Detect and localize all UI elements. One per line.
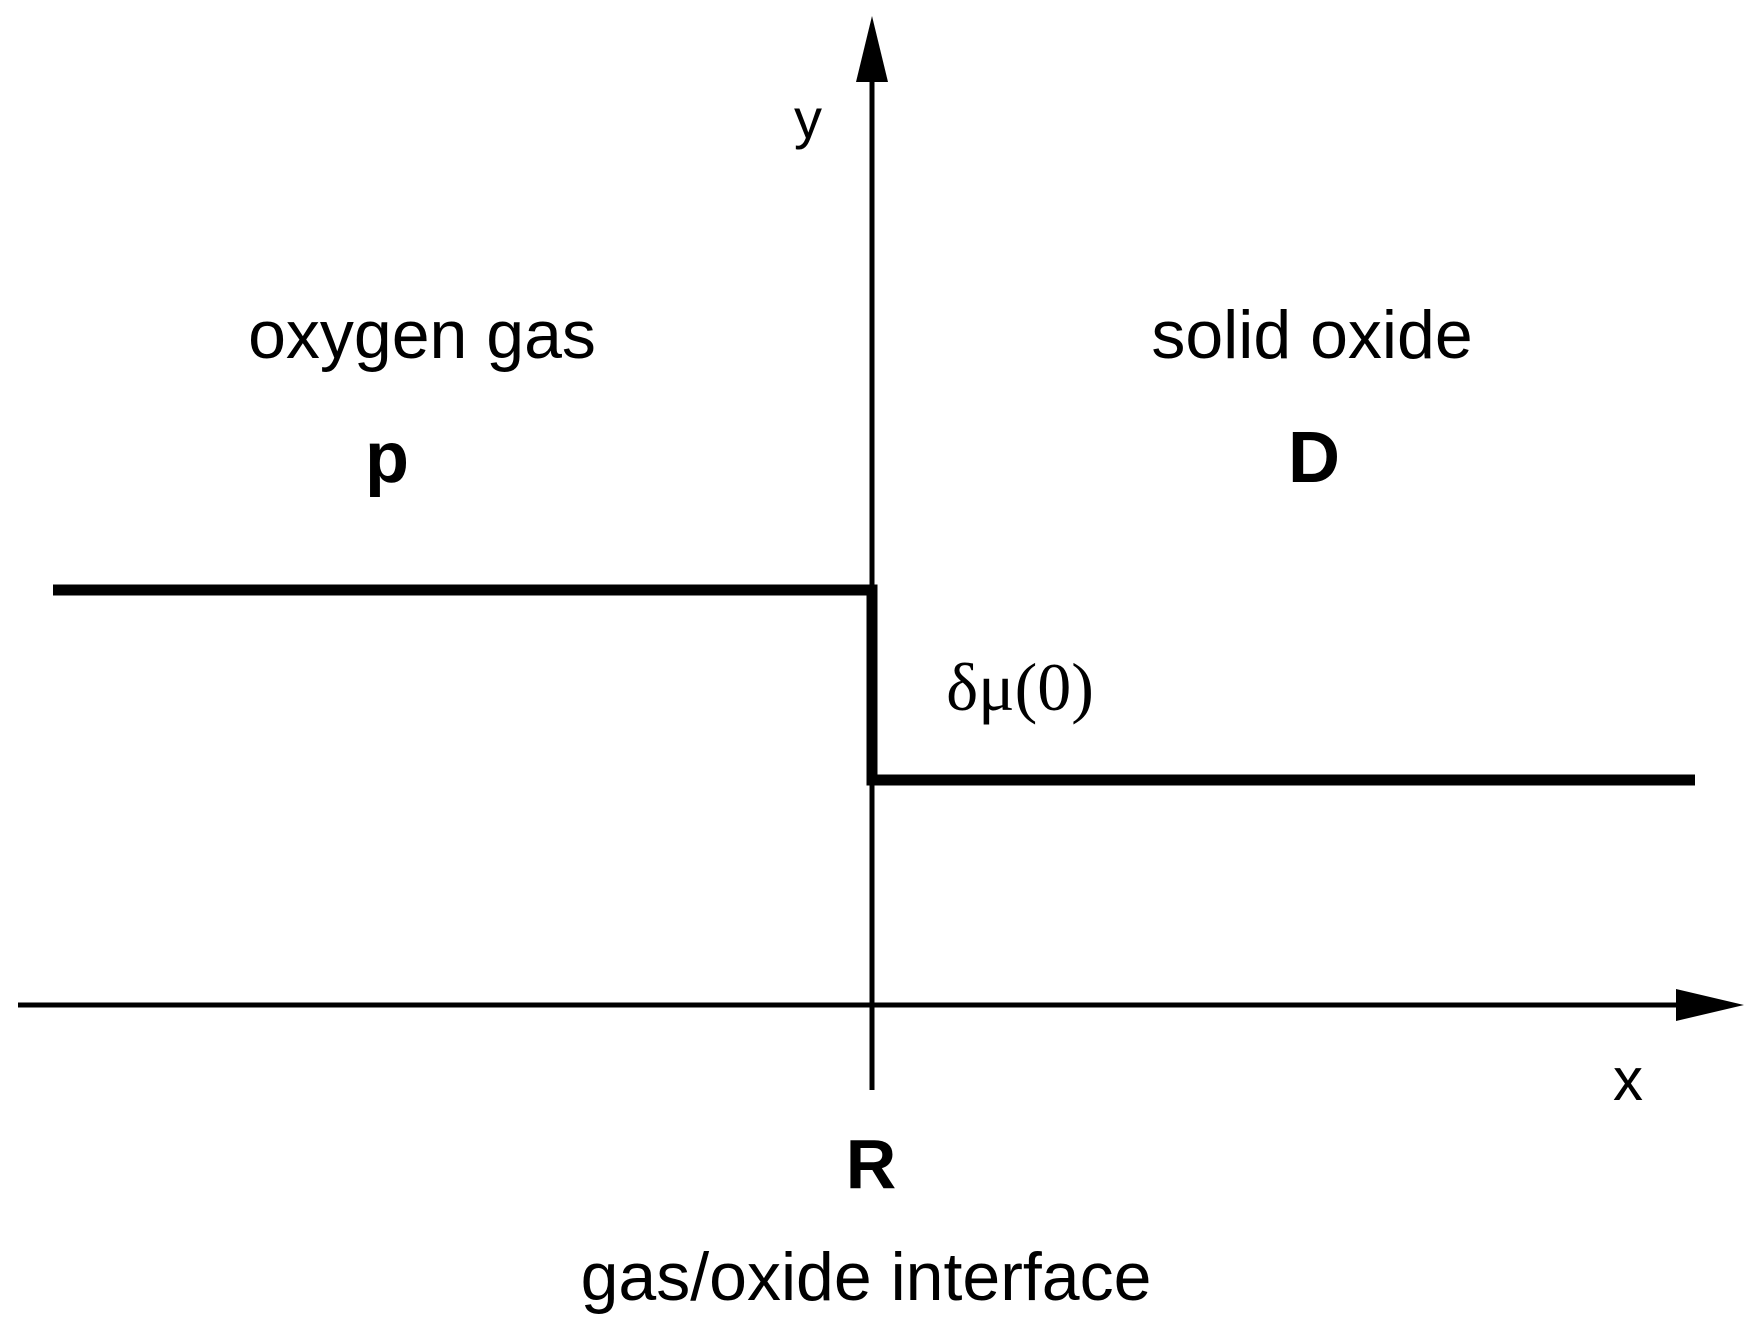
right-region-symbol: D bbox=[1288, 418, 1340, 498]
y-axis-label: y bbox=[794, 87, 822, 150]
step-label: δμ(0) bbox=[946, 649, 1094, 725]
step-profile-line bbox=[53, 584, 1695, 786]
x-axis-arrowhead bbox=[1676, 989, 1744, 1021]
interface-caption: gas/oxide interface bbox=[581, 1239, 1152, 1315]
left-region-name: oxygen gas bbox=[248, 297, 596, 373]
interface-symbol: R bbox=[846, 1125, 897, 1203]
right-region-name: solid oxide bbox=[1151, 297, 1472, 373]
left-region-symbol: p bbox=[365, 418, 409, 498]
y-axis-arrowhead bbox=[856, 16, 888, 82]
x-axis-label: x bbox=[1613, 1046, 1643, 1113]
